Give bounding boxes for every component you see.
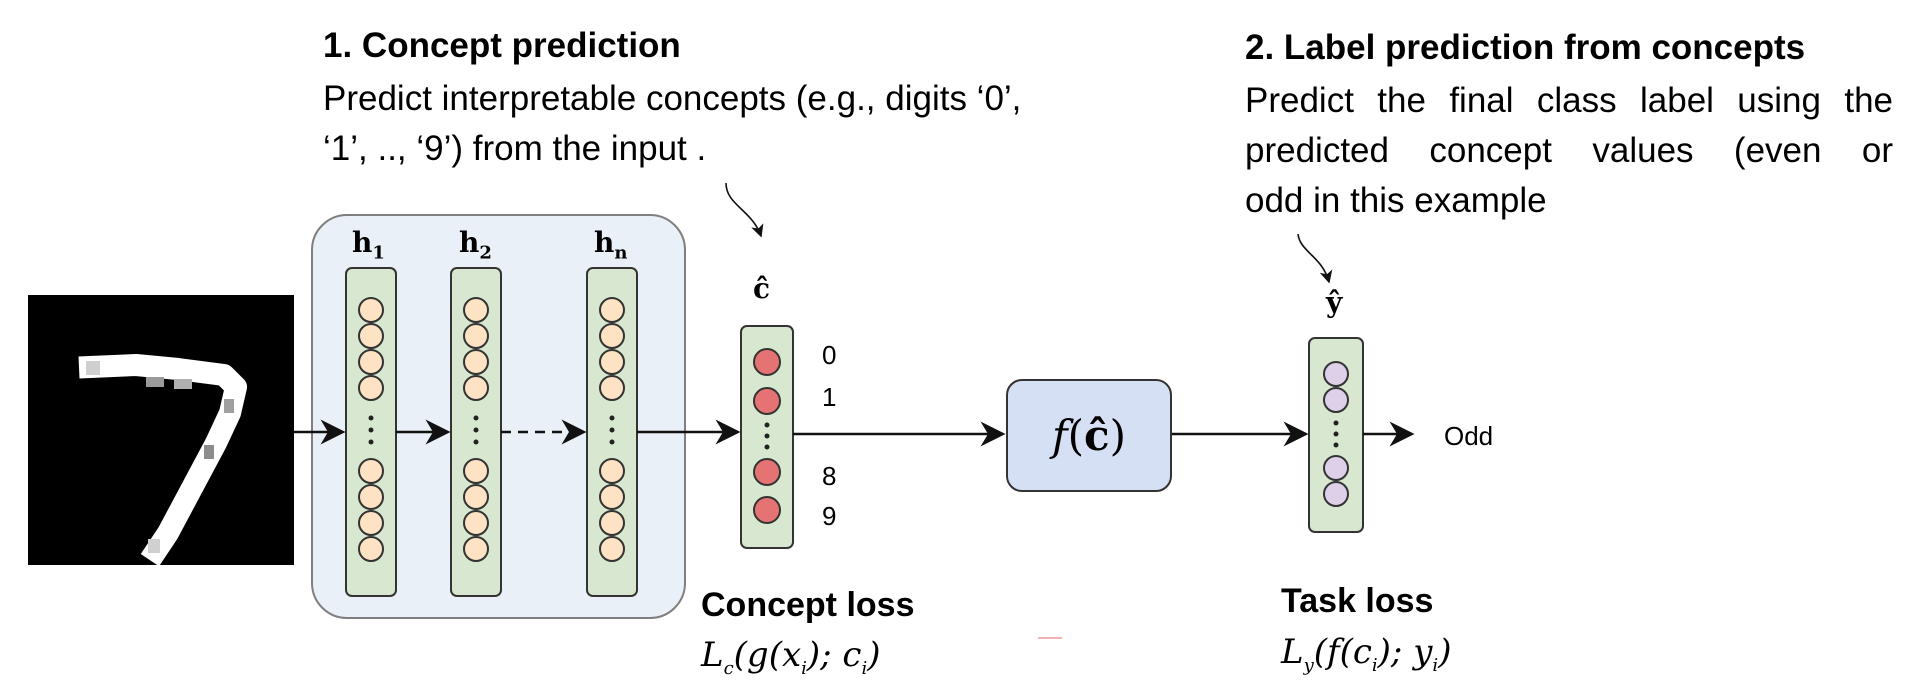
hidden-layer-1-ellipsis [368, 415, 374, 445]
concept-loss-formula: Lc(g(xi); ci) [701, 635, 881, 679]
step2-desc-line-2: predicted concept values (even or [1245, 131, 1893, 170]
step2-title: 2. Label prediction from concepts [1245, 28, 1806, 67]
concept-neurons [753, 348, 781, 524]
hidden-layer-2-neurons [463, 297, 489, 562]
flow-arrows [294, 419, 1415, 447]
label-function-box: f(ĉ) [1006, 379, 1172, 492]
task-loss-title: Task loss [1281, 582, 1434, 620]
output-class-text: Odd [1444, 421, 1494, 451]
layer-label-h1: h1 [352, 226, 385, 264]
output-ellipsis [1333, 420, 1339, 448]
hidden-layer-n-ellipsis [609, 415, 615, 445]
label-function-text: f(ĉ) [1052, 411, 1126, 460]
step1-desc-line-1: Predict interpretable concepts (e.g., di… [323, 79, 1022, 118]
concept-index-1: 1 [822, 382, 837, 412]
concept-vector-label: ĉ [753, 272, 771, 305]
layer-label-h2: h2 [459, 226, 492, 264]
concept-index-8: 8 [822, 461, 837, 491]
hidden-layer-n-neurons [599, 297, 625, 562]
layer-label-hn: hn [594, 226, 628, 264]
input-digit-image [28, 295, 294, 565]
hidden-layer-2-ellipsis [473, 415, 479, 445]
step1-callout-arrow [725, 182, 764, 238]
concept-index-9: 9 [822, 501, 837, 531]
step1-desc-line-2: ‘1’, .., ‘9’) from the input . [323, 129, 707, 168]
concept-index-0: 0 [822, 340, 837, 370]
concept-ellipsis [764, 422, 770, 450]
hidden-layer-1-neurons [358, 297, 384, 562]
step2-desc-line-1: Predict the final class label using the [1245, 81, 1893, 120]
task-loss-formula: Ly(f(ci); yi) [1281, 632, 1452, 676]
output-label: ŷ [1326, 286, 1343, 319]
step1-title: 1. Concept prediction [323, 26, 681, 65]
output-neurons [1323, 361, 1349, 507]
step2-callout-arrow [1297, 233, 1333, 284]
concept-loss-title: Concept loss [701, 586, 915, 624]
step2-desc-line-3: odd in this example [1245, 181, 1547, 220]
